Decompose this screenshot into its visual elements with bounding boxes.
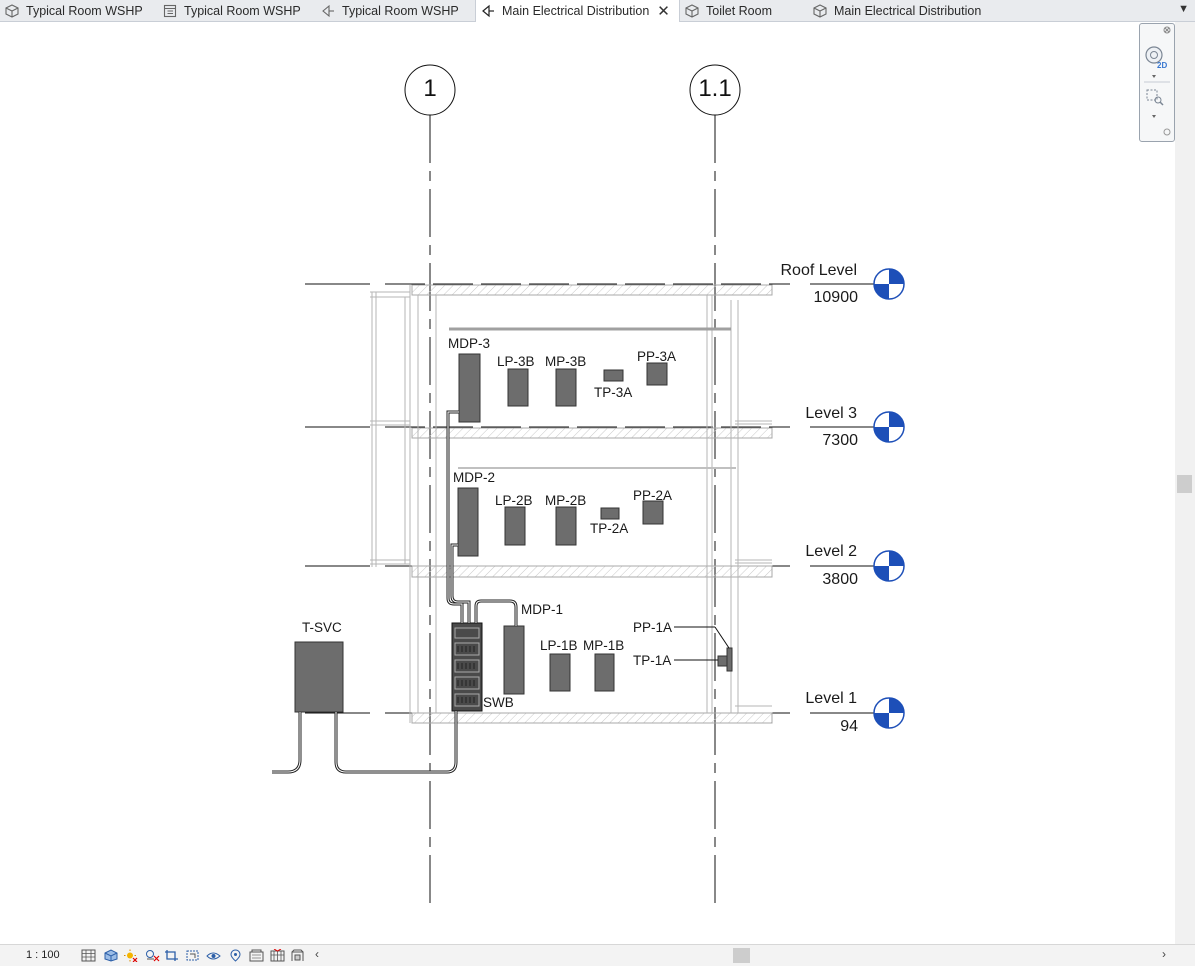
tab-label: Typical Room WSHP: [184, 4, 301, 18]
section-view-icon: [480, 3, 496, 19]
tab-label: Typical Room WSHP: [342, 4, 459, 18]
transformer-t-svc: [294, 641, 344, 713]
visual-style-icon[interactable]: [103, 948, 118, 962]
panel-mp-2b: [555, 506, 577, 546]
zoom-region-icon: [1146, 89, 1164, 106]
tag-lp-3b[interactable]: LP-3B: [497, 354, 535, 369]
sheet-icon: [162, 3, 178, 19]
level-name-2[interactable]: Level 2: [805, 543, 857, 560]
horizontal-scroll-thumb[interactable]: [733, 948, 750, 963]
3d-view-icon: [684, 3, 700, 19]
scroll-right-icon[interactable]: ›: [1162, 947, 1166, 961]
tab-typical-room-wshp-section[interactable]: Typical Room WSHP: [320, 0, 472, 22]
tag-tp-2a[interactable]: TP-2A: [590, 521, 629, 536]
scroll-left-icon[interactable]: ‹: [315, 947, 319, 961]
panel-tp-2a: [600, 507, 620, 520]
tag-lp-1b[interactable]: LP-1B: [540, 638, 578, 653]
tag-tp-1a[interactable]: TP-1A: [633, 653, 672, 668]
panel-mdp-2: [457, 487, 479, 557]
grid-label-1-1[interactable]: 1.1: [698, 75, 732, 102]
shadows-icon[interactable]: [145, 948, 160, 962]
sun-path-icon[interactable]: [123, 948, 138, 962]
panel-pp-2a: [642, 500, 664, 525]
tab-label: Typical Room WSHP: [26, 4, 143, 18]
tab-main-electrical-distribution-active[interactable]: Main Electrical Distribution ✕: [475, 0, 680, 22]
vertical-scroll-thumb[interactable]: [1177, 475, 1192, 493]
tag-mdp-2[interactable]: MDP-2: [453, 470, 496, 485]
view-scale[interactable]: 1 : 100: [26, 949, 60, 961]
tab-typical-room-wshp-3d[interactable]: Typical Room WSHP: [4, 0, 158, 22]
panel-tp-3a: [603, 369, 624, 382]
tag-lp-2b[interactable]: LP-2B: [495, 493, 533, 508]
steering-wheel-icon: 2D: [1145, 46, 1167, 70]
level-elevation-2[interactable]: 3800: [822, 571, 858, 588]
view-control-bar: 1 : 100 ‹ ›: [0, 944, 1195, 966]
panel-mdp-1: [503, 625, 525, 695]
navigation-bar: 2D: [1139, 23, 1175, 142]
worksharing-icon[interactable]: [290, 948, 305, 962]
section-view-icon: [320, 3, 336, 19]
panel-pp-3a: [646, 362, 668, 386]
level-name-roof[interactable]: Roof Level: [780, 262, 858, 279]
tag-mdp-1[interactable]: MDP-1: [521, 602, 564, 617]
tab-typical-room-wshp-sheet[interactable]: Typical Room WSHP: [162, 0, 314, 22]
grid-bubble-1-1: [689, 64, 741, 116]
level-elevation-1[interactable]: 94: [840, 718, 858, 735]
vertical-scrollbar[interactable]: [1175, 22, 1195, 944]
3d-view-icon: [4, 3, 20, 19]
view-tab-bar: Typical Room WSHP Typical Room WSHP Typi…: [0, 0, 1195, 22]
tag-tp-3a[interactable]: TP-3A: [594, 385, 633, 400]
grid-bubble-1: [404, 64, 456, 116]
drawing-canvas[interactable]: 1 1.1 Roof Level 10900 Level 3 7300 Leve…: [0, 22, 1175, 944]
detail-level-icon[interactable]: [81, 948, 96, 962]
panel-mp-3b: [555, 368, 577, 407]
show-crop-region-icon[interactable]: [185, 948, 200, 962]
switchboard-swb: [451, 622, 483, 712]
3d-view-icon: [812, 3, 828, 19]
close-navbar-icon: [1163, 26, 1171, 34]
level-name-1[interactable]: Level 1: [805, 690, 857, 707]
level-heads: [873, 268, 905, 729]
grid-label-1[interactable]: 1: [423, 75, 437, 102]
section-drawing: [272, 64, 905, 905]
level-elevation-3[interactable]: 7300: [822, 432, 858, 449]
tab-overflow-icon[interactable]: ▼: [1178, 3, 1189, 15]
tag-mp-2b[interactable]: MP-2B: [545, 493, 587, 508]
tag-t-svc[interactable]: T-SVC: [302, 620, 342, 635]
level-elevation-roof[interactable]: 10900: [813, 289, 859, 306]
panel-lp-2b: [504, 506, 526, 546]
panel-lp-1b: [549, 653, 571, 692]
tag-mp-3b[interactable]: MP-3B: [545, 354, 587, 369]
tab-label: Toilet Room: [706, 4, 772, 18]
temporary-hide-icon[interactable]: [206, 948, 221, 962]
tag-pp-3a[interactable]: PP-3A: [637, 349, 677, 364]
tag-pp-1a[interactable]: PP-1A: [633, 620, 673, 635]
crop-view-icon[interactable]: [164, 948, 179, 962]
tab-label: Main Electrical Distribution: [502, 4, 650, 18]
tab-label: Main Electrical Distribution: [834, 4, 982, 18]
level-name-3[interactable]: Level 3: [805, 405, 857, 422]
tag-mdp-3[interactable]: MDP-3: [448, 336, 491, 351]
close-tab-icon[interactable]: ✕: [657, 3, 670, 20]
tab-main-electrical-distribution-3d[interactable]: Main Electrical Distribution: [812, 0, 1012, 22]
tab-toilet-room[interactable]: Toilet Room: [684, 0, 804, 22]
panel-lp-3b: [507, 368, 529, 407]
tag-pp-2a[interactable]: PP-2A: [633, 488, 673, 503]
panel-mp-1b: [594, 653, 615, 692]
highlight-displacement-icon[interactable]: [270, 948, 285, 962]
svg-text:2D: 2D: [1157, 61, 1167, 70]
analysis-display-icon[interactable]: [249, 948, 264, 962]
tag-mp-1b[interactable]: MP-1B: [583, 638, 625, 653]
panel-mdp-3: [458, 353, 481, 423]
tag-swb[interactable]: SWB: [483, 695, 514, 710]
reveal-hidden-icon[interactable]: [228, 948, 243, 962]
